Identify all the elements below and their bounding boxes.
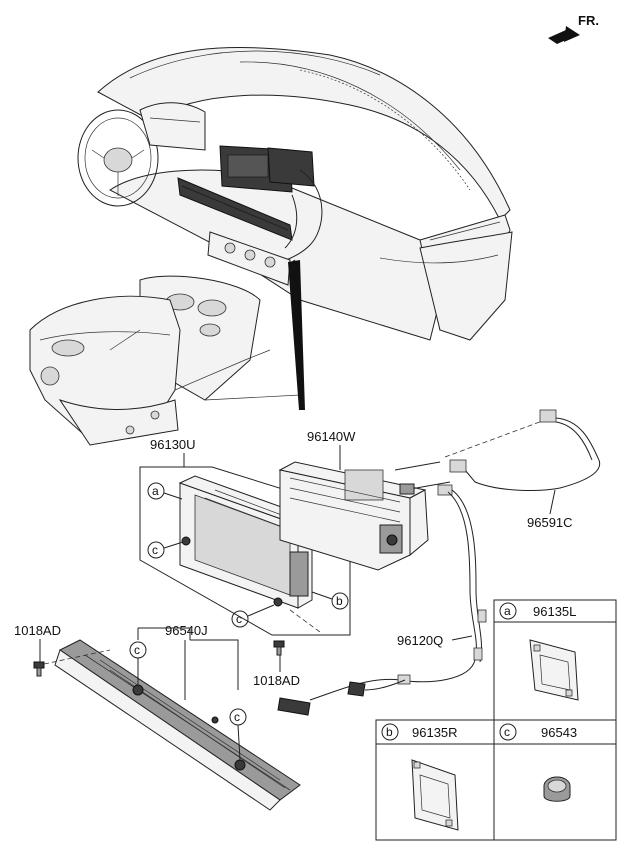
- head-unit: [278, 461, 451, 571]
- main-harness: [277, 489, 487, 716]
- callout-c-display-left: [147, 541, 165, 559]
- callout-c-display-right: [231, 610, 249, 628]
- legend-b-marker: [381, 723, 399, 741]
- legend-b-letter: b: [386, 725, 393, 739]
- part-label-96540J: 96540J: [165, 623, 208, 638]
- part-label-96120Q: 96120Q: [397, 633, 443, 648]
- screw-left: [33, 661, 45, 677]
- display-group-outline: [139, 466, 351, 636]
- legend-table: [375, 599, 617, 841]
- bracket-right: [411, 759, 459, 831]
- legend-c-marker: [499, 723, 517, 741]
- callout-b-letter: b: [336, 594, 343, 608]
- part-label-96140W: 96140W: [307, 429, 356, 444]
- front-direction-arrow: [548, 26, 580, 44]
- control-panel: [54, 639, 301, 811]
- detail-pointer-arrow: [288, 260, 305, 410]
- legend-a-marker: [499, 602, 517, 620]
- legend-a-part: 96135L: [533, 604, 576, 619]
- callout-b-display: [331, 592, 349, 610]
- display-unit: [178, 475, 314, 609]
- callout-c-letter: c: [234, 710, 240, 724]
- legend-c-letter: c: [504, 725, 510, 739]
- antenna-cable: [437, 409, 601, 496]
- callout-a-letter: a: [152, 484, 159, 498]
- knob: [543, 776, 571, 802]
- legend-a-letter: a: [504, 604, 511, 618]
- bracket-left: [529, 639, 579, 701]
- front-direction-label: FR.: [578, 13, 599, 28]
- part-label-96130U: 96130U: [150, 437, 196, 452]
- callout-c-letter: c: [134, 643, 140, 657]
- dashboard-illustration: [29, 46, 513, 446]
- legend-b-part: 96135R: [412, 725, 458, 740]
- legend-c-part: 96543: [541, 725, 577, 740]
- callout-c-letter: c: [236, 612, 242, 626]
- screw-right: [273, 640, 285, 656]
- part-label-96591C: 96591C: [527, 515, 573, 530]
- part-label-1018AD-right: 1018AD: [253, 673, 300, 688]
- callout-c-letter: c: [152, 543, 158, 557]
- callout-a-display: [147, 482, 165, 500]
- part-label-1018AD-left: 1018AD: [14, 623, 61, 638]
